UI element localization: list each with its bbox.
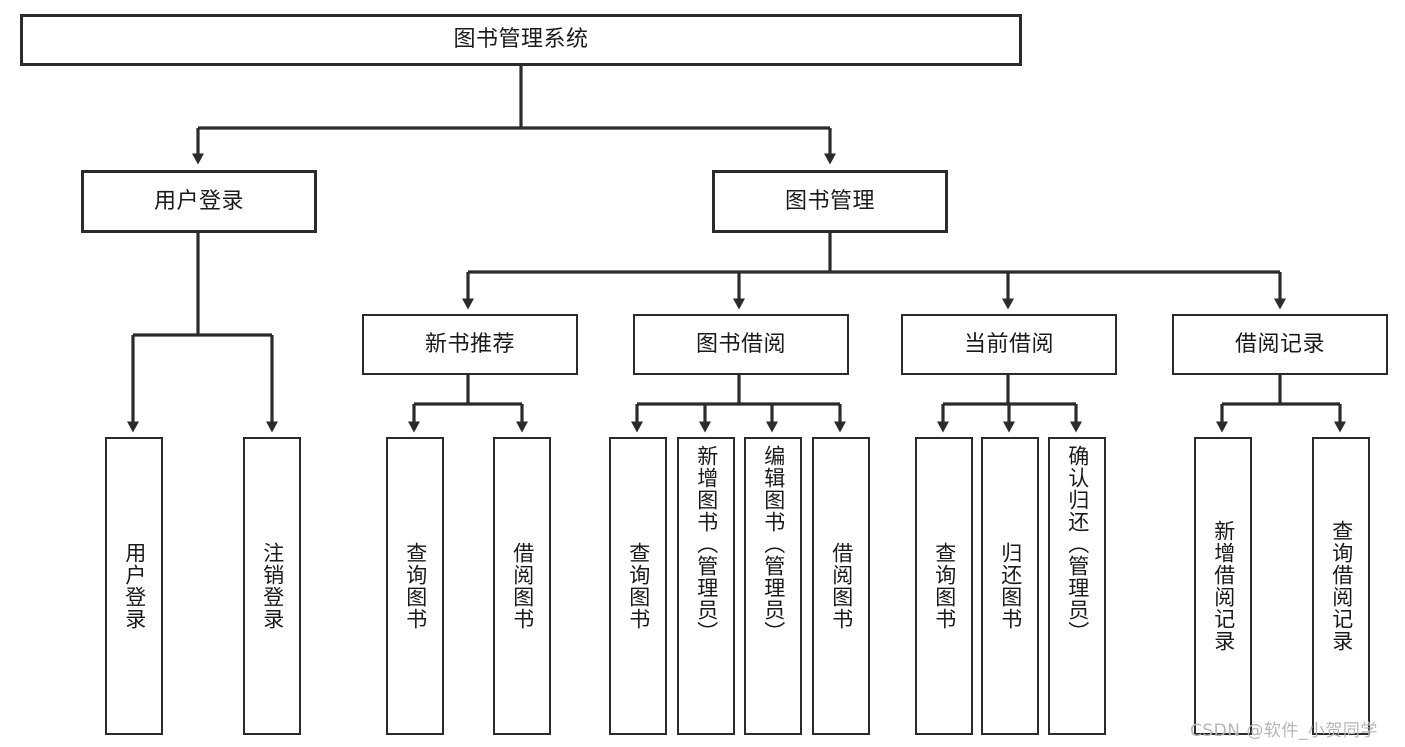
node-book-management[interactable]: 图书管理 — [712, 170, 948, 233]
node-label: 新增借阅记录 — [1211, 520, 1236, 652]
node-user-login[interactable]: 用户登录 — [81, 170, 317, 233]
node-current-borrowing[interactable]: 当前借阅 — [901, 314, 1117, 375]
node-book-borrowing[interactable]: 图书借阅 — [633, 314, 849, 375]
node-leaf-add-borrowing-record[interactable]: 新增借阅记录 — [1194, 437, 1252, 735]
node-borrowing-record[interactable]: 借阅记录 — [1172, 314, 1388, 375]
node-label: 新书推荐 — [424, 331, 515, 357]
node-label: 用户登录 — [153, 188, 244, 214]
node-label: 确认归还（管理员） — [1065, 445, 1090, 643]
node-label: 图书管理系统 — [453, 27, 589, 52]
node-label: 查询图书 — [403, 542, 428, 630]
node-new-book-recommendation[interactable]: 新书推荐 — [362, 314, 578, 375]
node-label: 当前借阅 — [963, 331, 1054, 357]
node-label: 新增图书（管理员） — [694, 445, 719, 643]
node-label: 图书借阅 — [695, 331, 786, 357]
node-leaf-borrow-book-borrowing[interactable]: 借阅图书 — [812, 437, 870, 735]
node-label: 注销登录 — [260, 542, 285, 630]
node-label: 查询图书 — [626, 542, 651, 630]
node-label: 查询借阅记录 — [1329, 520, 1354, 652]
node-leaf-query-book-borrowing[interactable]: 查询图书 — [609, 437, 667, 735]
node-leaf-edit-book-admin[interactable]: 编辑图书（管理员） — [744, 437, 802, 735]
node-label: 借阅图书 — [829, 542, 854, 630]
node-leaf-user-login[interactable]: 用户登录 — [105, 437, 163, 735]
node-label: 编辑图书（管理员） — [761, 445, 786, 643]
node-leaf-borrow-book-recommendation[interactable]: 借阅图书 — [493, 437, 551, 735]
node-label: 用户登录 — [122, 542, 147, 630]
node-leaf-query-book-recommendation[interactable]: 查询图书 — [386, 437, 444, 735]
node-label: 归还图书 — [998, 542, 1023, 630]
csdn-watermark: CSDN @软件_小贺同学 — [1190, 721, 1378, 741]
node-leaf-add-book-admin[interactable]: 新增图书（管理员） — [677, 437, 735, 735]
node-label: 借阅记录 — [1234, 331, 1325, 357]
node-leaf-logout[interactable]: 注销登录 — [243, 437, 301, 735]
node-label: 查询图书 — [932, 542, 957, 630]
node-leaf-confirm-return-admin[interactable]: 确认归还（管理员） — [1048, 437, 1106, 735]
node-leaf-query-book-current[interactable]: 查询图书 — [915, 437, 973, 735]
node-leaf-query-borrowing-record[interactable]: 查询借阅记录 — [1312, 437, 1370, 735]
node-leaf-return-book[interactable]: 归还图书 — [981, 437, 1039, 735]
node-label: 图书管理 — [784, 188, 875, 214]
node-label: 借阅图书 — [510, 542, 535, 630]
node-root-book-management-system[interactable]: 图书管理系统 — [20, 14, 1022, 66]
